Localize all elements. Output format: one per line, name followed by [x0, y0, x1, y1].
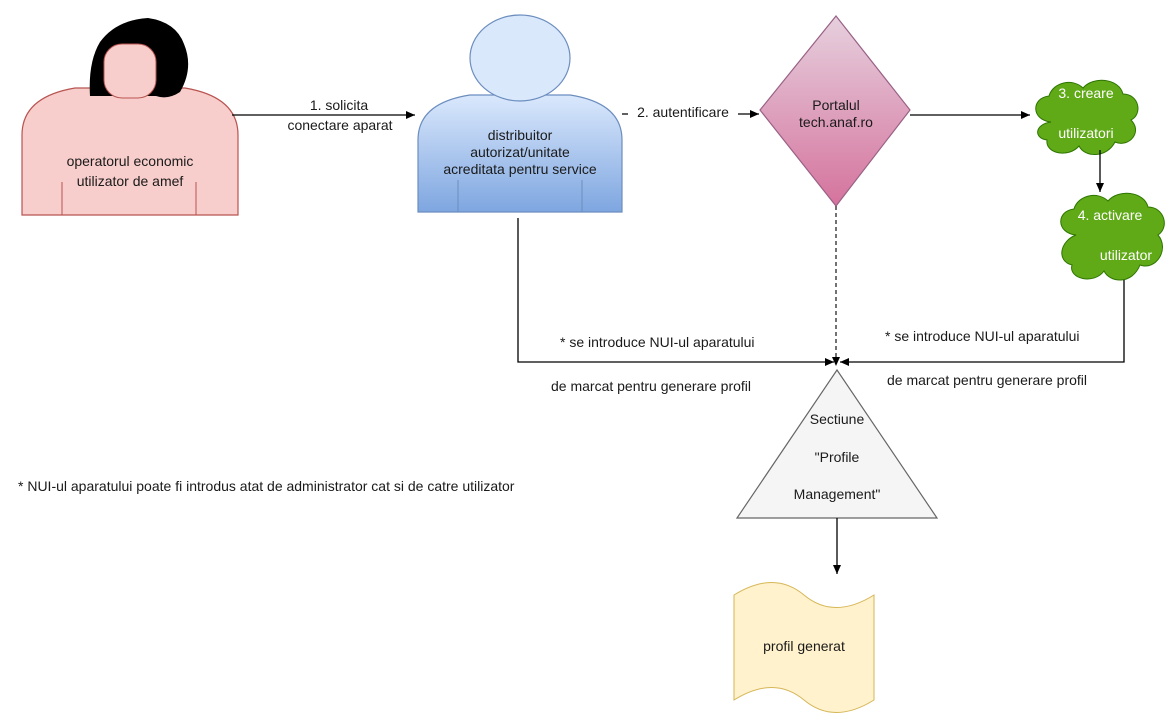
edge-distributor-section — [517, 218, 834, 366]
nui-left-line2: de marcat pentru generare profil — [551, 378, 751, 394]
operator-label-line1: operatorul economic — [66, 153, 194, 169]
profile-label: profil generat — [763, 638, 845, 654]
profile-tape — [733, 582, 875, 713]
distributor-label-line1: distribuitor — [487, 127, 553, 143]
operator-actor — [21, 18, 239, 216]
activate-user-label-line2: utilizator — [1099, 247, 1153, 263]
distributor-head — [469, 14, 571, 102]
activate-user-label-line1: 4. activare — [1077, 207, 1143, 223]
create-users-label-line1: 3. creare — [1058, 85, 1114, 101]
edge-connect-label-line2: conectare aparat — [287, 117, 393, 133]
operator-label-line2: utilizator de amef — [76, 173, 184, 189]
portal-label-line2: tech.anaf.ro — [799, 114, 873, 130]
edge-connect-label-line1: 1. solicita — [309, 97, 369, 113]
operator-body — [21, 87, 239, 216]
activate-user-cloud — [1060, 192, 1165, 281]
edge-auth-label: 2. autentificare — [628, 103, 738, 121]
distributor-label-line3: acreditata pentru service — [443, 161, 597, 177]
section-label-line3: Management" — [793, 486, 881, 502]
nui-right-line2: de marcat pentru generare profil — [887, 372, 1087, 388]
create-users-cloud — [1035, 79, 1139, 155]
section-label-line2: "Profile — [814, 449, 860, 465]
create-users-label-line2: utilizatori — [1058, 125, 1114, 141]
distributor-label-line2: autorizat/unitate — [470, 144, 570, 160]
section-label-line1: Sectiune — [809, 411, 865, 427]
footnote: * NUI-ul aparatului poate fi introdus at… — [18, 478, 515, 494]
edge-cloud4-section — [840, 280, 1125, 366]
nui-right-line1: * se introduce NUI-ul aparatului — [885, 328, 1080, 344]
nui-left-line1: * se introduce NUI-ul aparatului — [560, 334, 755, 350]
distributor-body — [417, 94, 623, 213]
operator-face — [103, 43, 157, 99]
distributor-actor — [417, 14, 623, 213]
portal-label-line1: Portalul — [812, 97, 860, 113]
